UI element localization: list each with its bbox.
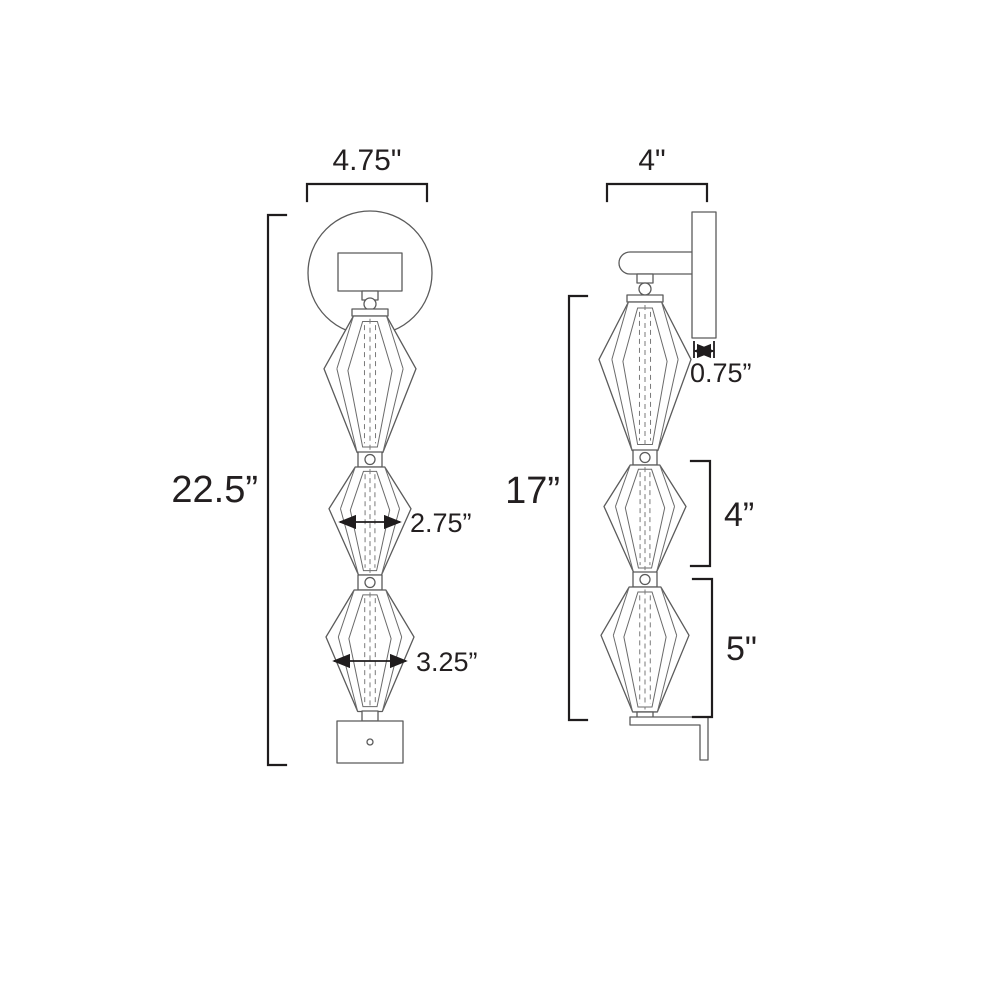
side-height-dimension-label: 17” <box>505 470 560 512</box>
front-top-shade <box>323 315 417 454</box>
mount-knob <box>638 282 652 296</box>
mounting-foot <box>629 716 709 761</box>
front-width-dimension-bracket <box>305 182 429 203</box>
base-block <box>336 720 404 764</box>
front-bottom-shade <box>325 589 415 713</box>
base-screw <box>366 738 374 746</box>
side-height-dimension-bracket <box>567 294 589 722</box>
connector-knob <box>364 453 376 466</box>
mounting-arm <box>618 251 692 275</box>
plate-depth-label: 0.75” <box>690 358 752 388</box>
front-height-dimension-bracket <box>266 213 288 767</box>
shade-top-cap <box>351 308 389 317</box>
front-view: 4.75" 22.5” 2.75” 3.25” <box>171 144 478 767</box>
bottom-shade-height-label: 5" <box>726 630 757 668</box>
side-middle-shade <box>603 464 687 573</box>
connector-knob <box>639 573 651 586</box>
side-top-shade <box>598 301 692 452</box>
mount-block <box>337 252 403 292</box>
middle-shade-height-bracket <box>689 459 712 568</box>
connector-knob <box>364 576 376 589</box>
side-bottom-shade <box>600 586 690 713</box>
side-width-dimension-bracket <box>605 182 709 203</box>
connector-knob <box>639 451 651 464</box>
front-width-dimension-label: 4.75" <box>332 144 401 177</box>
side-view: 4" 0.75” 17” 4” 5" <box>505 144 757 761</box>
middle-shade-height-label: 4” <box>724 496 754 534</box>
bottom-shade-width-label: 3.25” <box>416 647 478 677</box>
front-height-dimension-label: 22.5” <box>171 469 258 511</box>
middle-shade-width-label: 2.75” <box>410 508 472 538</box>
front-middle-shade <box>328 466 412 576</box>
mount-stem <box>636 273 654 284</box>
side-width-dimension-label: 4" <box>638 144 665 177</box>
mount-knob <box>363 297 377 311</box>
base-stem <box>361 710 379 722</box>
shade-top-cap <box>626 294 664 303</box>
bottom-shade-height-bracket <box>691 577 714 719</box>
wall-plate <box>691 211 717 339</box>
